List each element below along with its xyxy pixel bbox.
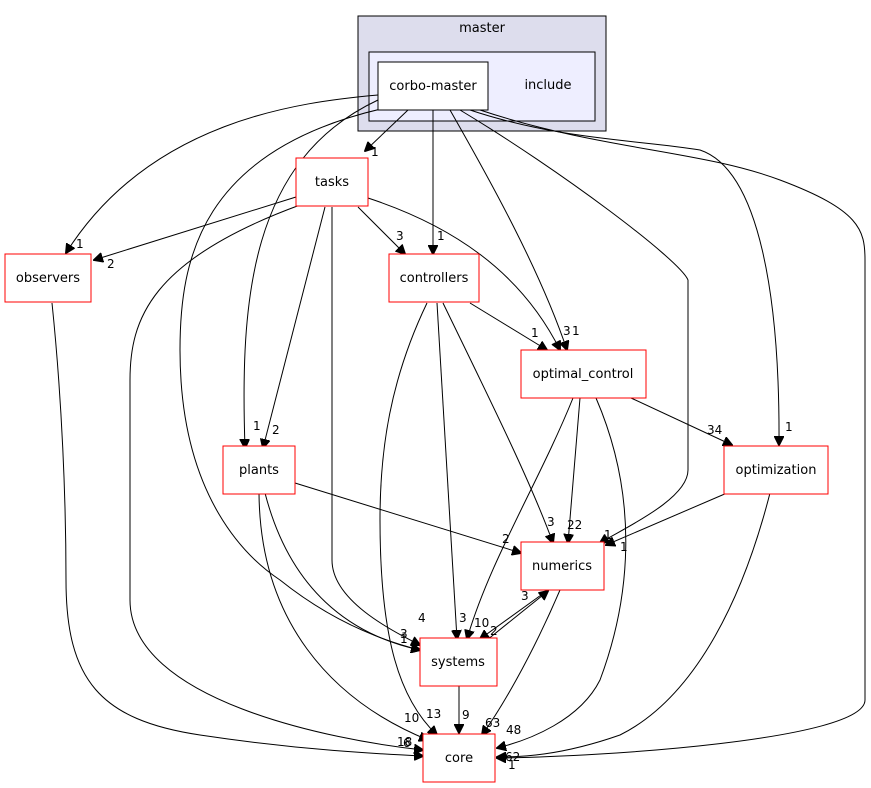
edge-label: 9	[462, 708, 470, 722]
edge-ctrl-optctrl	[469, 302, 547, 350]
node-box	[419, 637, 498, 687]
cluster-include-label: include	[524, 78, 571, 93]
node-optimal-control[interactable]: optimal_control	[520, 349, 647, 399]
node-label: corbo-master	[389, 79, 477, 94]
node-tasks[interactable]: tasks	[295, 157, 369, 207]
edge-label: 62	[505, 750, 520, 764]
edge-label: 2	[490, 624, 498, 638]
edge-label: 3	[547, 515, 555, 529]
edge-cm-observers	[66, 94, 379, 253]
node-label: numerics	[532, 559, 592, 574]
edges	[51, 94, 866, 758]
edge-label: 48	[506, 723, 521, 737]
edge-plants-systems	[264, 492, 420, 650]
node-box	[377, 61, 489, 111]
node-numerics[interactable]: numerics	[520, 541, 605, 591]
node-label: optimal_control	[533, 367, 634, 382]
node-box	[4, 253, 92, 303]
node-label: observers	[16, 271, 80, 286]
edge-numerics-core	[482, 589, 561, 735]
node-label: controllers	[400, 271, 469, 286]
edge-label: 3	[563, 324, 571, 338]
edge-label: 2	[272, 423, 280, 437]
edge-observers-core	[51, 302, 423, 756]
cluster-master-label: master	[459, 21, 505, 36]
edge-label: 10	[474, 616, 489, 630]
edge-labels: 1 1 2 3 1 3 1 1 1 2 34 1 2 3 22 1 1 3 4 …	[76, 145, 793, 772]
node-label: optimization	[736, 463, 817, 478]
node-label: plants	[239, 463, 279, 478]
edge-tasks-systems	[331, 207, 420, 645]
node-label: tasks	[315, 175, 349, 190]
edge-label: 13	[426, 707, 441, 721]
edge-label: 1	[620, 540, 628, 554]
node-core[interactable]: core	[422, 733, 496, 783]
edge-label: 1	[371, 145, 379, 159]
edge-tasks-core	[129, 204, 423, 750]
edge-label: 1	[572, 324, 580, 338]
edge-label: 34	[707, 423, 722, 437]
edge-label: 1	[76, 237, 84, 251]
edge-label: 3	[396, 229, 404, 243]
node-optimization[interactable]: optimization	[723, 445, 829, 495]
edge-cm-plants	[244, 99, 379, 448]
edge-label: 3	[400, 627, 408, 641]
node-box	[295, 157, 369, 207]
edge-ctrl-core	[379, 302, 437, 735]
edge-optctrl-systems	[467, 397, 574, 639]
edge-cm-tasks	[365, 109, 409, 151]
edge-tasks-optctrl	[367, 197, 560, 350]
node-label: core	[445, 751, 473, 766]
edge-label: 2	[502, 532, 510, 546]
edge-ctrl-numerics	[442, 302, 553, 543]
node-box	[520, 541, 605, 591]
edge-label: 4	[418, 611, 426, 625]
edge-systems-numerics	[486, 591, 548, 641]
edge-label: 1	[785, 420, 793, 434]
edge-label: 1	[508, 758, 516, 772]
edge-optctrl-numerics	[568, 397, 581, 543]
edge-label: 18	[397, 735, 412, 749]
edge-label: 63	[485, 716, 500, 730]
edge-ctrl-systems	[436, 302, 457, 639]
edge-optctrl-optimization	[630, 397, 732, 445]
edge-plants-core	[258, 492, 428, 740]
edge-optimization-core	[497, 492, 771, 757]
node-box	[422, 733, 496, 783]
edge-label: 6	[403, 736, 411, 750]
edge-label: 2	[107, 257, 115, 271]
edge-label: 1	[400, 632, 408, 646]
edge-label: 1	[531, 326, 539, 340]
edge-label: 1	[604, 528, 612, 542]
node-observers[interactable]: observers	[4, 253, 92, 303]
node-box	[388, 253, 480, 303]
edge-optimization-numerics	[606, 492, 728, 545]
edge-cm-systems	[179, 107, 420, 650]
node-label: systems	[431, 655, 485, 670]
edge-tasks-plants	[263, 206, 326, 448]
edge-cm-optctrl	[449, 109, 567, 350]
node-plants[interactable]: plants	[222, 445, 296, 495]
node-controllers[interactable]: controllers	[388, 253, 480, 303]
edge-label: 1	[253, 419, 261, 433]
node-box	[222, 445, 296, 495]
edge-plants-numerics	[294, 482, 521, 553]
node-box	[723, 445, 829, 495]
edge-cm-numerics	[459, 109, 689, 543]
edge-tasks-observers	[94, 196, 297, 260]
edge-numerics-systems	[480, 589, 549, 639]
edge-label: 3	[459, 611, 467, 625]
edge-cm-core	[479, 109, 866, 758]
node-corbo-master[interactable]: corbo-master	[377, 61, 489, 111]
edge-tasks-controllers	[357, 206, 405, 254]
edge-label: 22	[567, 518, 582, 532]
edge-label: 10	[404, 711, 419, 725]
node-box	[520, 349, 647, 399]
edge-label: 3	[521, 589, 529, 603]
edge-label: 1	[437, 229, 445, 243]
edge-optctrl-core	[497, 397, 627, 748]
node-systems[interactable]: systems	[419, 637, 498, 687]
